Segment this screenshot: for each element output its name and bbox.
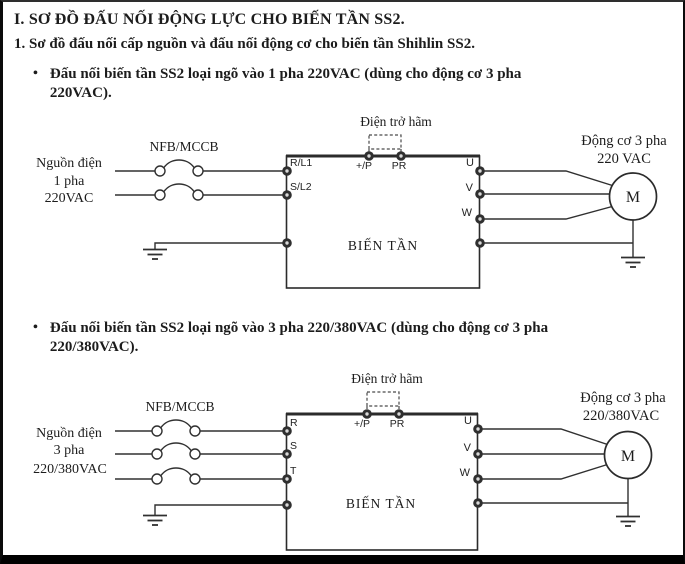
brake-resistor-label: Điện trở hãm bbox=[351, 371, 423, 386]
inverter-box bbox=[285, 413, 479, 551]
output-wire-u bbox=[484, 170, 615, 187]
terminal-u bbox=[475, 166, 485, 176]
bullet-item-three-phase: • Đấu nối biến tần SS2 loại ngõ vào 3 ph… bbox=[33, 319, 548, 356]
motor-symbol: M bbox=[626, 189, 640, 206]
terminal-label-w: W bbox=[462, 207, 473, 219]
breaker-icon bbox=[154, 159, 204, 201]
terminal-label-u: U bbox=[466, 157, 474, 169]
source-label-line3: 220/380VAC bbox=[33, 462, 107, 477]
terminal-ground-left bbox=[282, 500, 292, 510]
inverter-label: BIẾN TẦN bbox=[348, 238, 418, 253]
terminal-label-dc-plus: +/P bbox=[356, 160, 372, 172]
terminal-dc-plus bbox=[362, 409, 372, 419]
ground-icon-input bbox=[143, 504, 286, 526]
brake-resistor-label: Điện trở hãm bbox=[360, 114, 432, 129]
output-wire-u bbox=[482, 428, 610, 446]
breaker-label: NFB/MCCB bbox=[145, 399, 214, 414]
bullet-text: Đấu nối biến tần SS2 loại ngõ vào 3 pha … bbox=[50, 319, 548, 356]
brake-resistor-icon bbox=[366, 391, 400, 412]
terminal-s bbox=[282, 449, 292, 459]
inverter-label: BIẾN TẦN bbox=[346, 496, 416, 511]
bullet-line: Đấu nối biến tần SS2 loại ngõ vào 1 pha … bbox=[49, 66, 522, 82]
bullet-text: Đấu nối biến tần SS2 loại ngõ vào 1 pha … bbox=[50, 65, 522, 102]
terminal-label-r-l1: R/L1 bbox=[290, 157, 312, 169]
ground-icon-motor bbox=[616, 515, 640, 527]
bullet-item-single-phase: • Đấu nối biến tần SS2 loại ngõ vào 1 ph… bbox=[33, 65, 521, 102]
terminal-r-l1 bbox=[282, 166, 292, 176]
terminal-label-s: S bbox=[290, 440, 297, 452]
breaker-label: NFB/MCCB bbox=[149, 139, 218, 154]
terminal-w bbox=[475, 214, 485, 224]
motor-label-line1: Động cơ 3 pha bbox=[580, 390, 666, 406]
source-label-line3: 220VAC bbox=[45, 191, 94, 206]
single-phase-wiring-diagram: Nguồn điện 1 pha 220VAC NFB/MCCB Điện tr… bbox=[36, 114, 667, 289]
terminal-pr bbox=[396, 151, 406, 161]
motor-label-line2: 220 VAC bbox=[597, 151, 651, 167]
motor-circle bbox=[608, 172, 658, 221]
terminal-s-l2 bbox=[282, 190, 292, 200]
terminal-dc-plus bbox=[364, 151, 374, 161]
terminal-pr bbox=[394, 409, 404, 419]
terminal-label-w: W bbox=[460, 467, 471, 479]
output-wire-w bbox=[484, 205, 615, 220]
motor-label-line2: 220/380VAC bbox=[583, 408, 659, 424]
motor-symbol: M bbox=[621, 448, 635, 465]
terminal-t bbox=[282, 474, 292, 484]
terminal-ground-right bbox=[475, 238, 485, 248]
terminal-label-pr: PR bbox=[392, 160, 407, 172]
motor-circle bbox=[603, 430, 653, 480]
source-label-line1: Nguồn điện bbox=[36, 426, 102, 441]
bullet-icon: • bbox=[33, 66, 38, 81]
ground-icon-input bbox=[143, 242, 286, 260]
terminal-v bbox=[475, 189, 485, 199]
source-label-line2: 3 pha bbox=[54, 443, 86, 458]
source-label-line2: 1 pha bbox=[54, 174, 86, 189]
bullet-line: 220VAC). bbox=[49, 84, 112, 101]
terminal-ground-right bbox=[473, 498, 483, 508]
terminal-label-v: V bbox=[466, 182, 474, 194]
terminal-label-pr: PR bbox=[390, 418, 405, 430]
motor-ground-wire bbox=[482, 479, 629, 516]
section-heading: I. SƠ ĐỒ ĐẤU NỐI ĐỘNG LỰC CHO BIẾN TẦN S… bbox=[14, 11, 405, 28]
terminal-label-t: T bbox=[290, 465, 297, 477]
sub-heading: 1. Sơ đồ đấu nối cấp nguồn và đấu nối độ… bbox=[14, 36, 475, 52]
terminal-v bbox=[473, 449, 483, 459]
output-wire-w bbox=[482, 463, 610, 480]
bullet-icon: • bbox=[33, 320, 38, 335]
motor-label-line1: Động cơ 3 pha bbox=[581, 133, 667, 149]
terminal-label-dc-plus: +/P bbox=[354, 418, 370, 430]
breaker-icon bbox=[151, 419, 201, 485]
inverter-box bbox=[285, 155, 481, 289]
motor-ground-wire bbox=[484, 220, 634, 257]
terminal-label-s-l2: S/L2 bbox=[290, 181, 312, 193]
bullet-line: Đấu nối biến tần SS2 loại ngõ vào 3 pha … bbox=[49, 320, 549, 336]
terminal-label-u: U bbox=[464, 415, 472, 427]
bullet-line: 220/380VAC). bbox=[49, 338, 139, 355]
terminal-label-r: R bbox=[290, 417, 298, 429]
terminal-ground-left bbox=[282, 238, 292, 248]
ground-icon-motor bbox=[621, 256, 645, 268]
terminal-u bbox=[473, 424, 483, 434]
brake-resistor-icon bbox=[368, 134, 402, 154]
terminal-r bbox=[282, 426, 292, 436]
three-phase-wiring-diagram: Nguồn điện 3 pha 220/380VAC NFB/MCCB Điệ… bbox=[33, 371, 666, 551]
terminal-label-v: V bbox=[464, 442, 472, 454]
terminal-w bbox=[473, 474, 483, 484]
source-label-line1: Nguồn điện bbox=[36, 156, 102, 171]
